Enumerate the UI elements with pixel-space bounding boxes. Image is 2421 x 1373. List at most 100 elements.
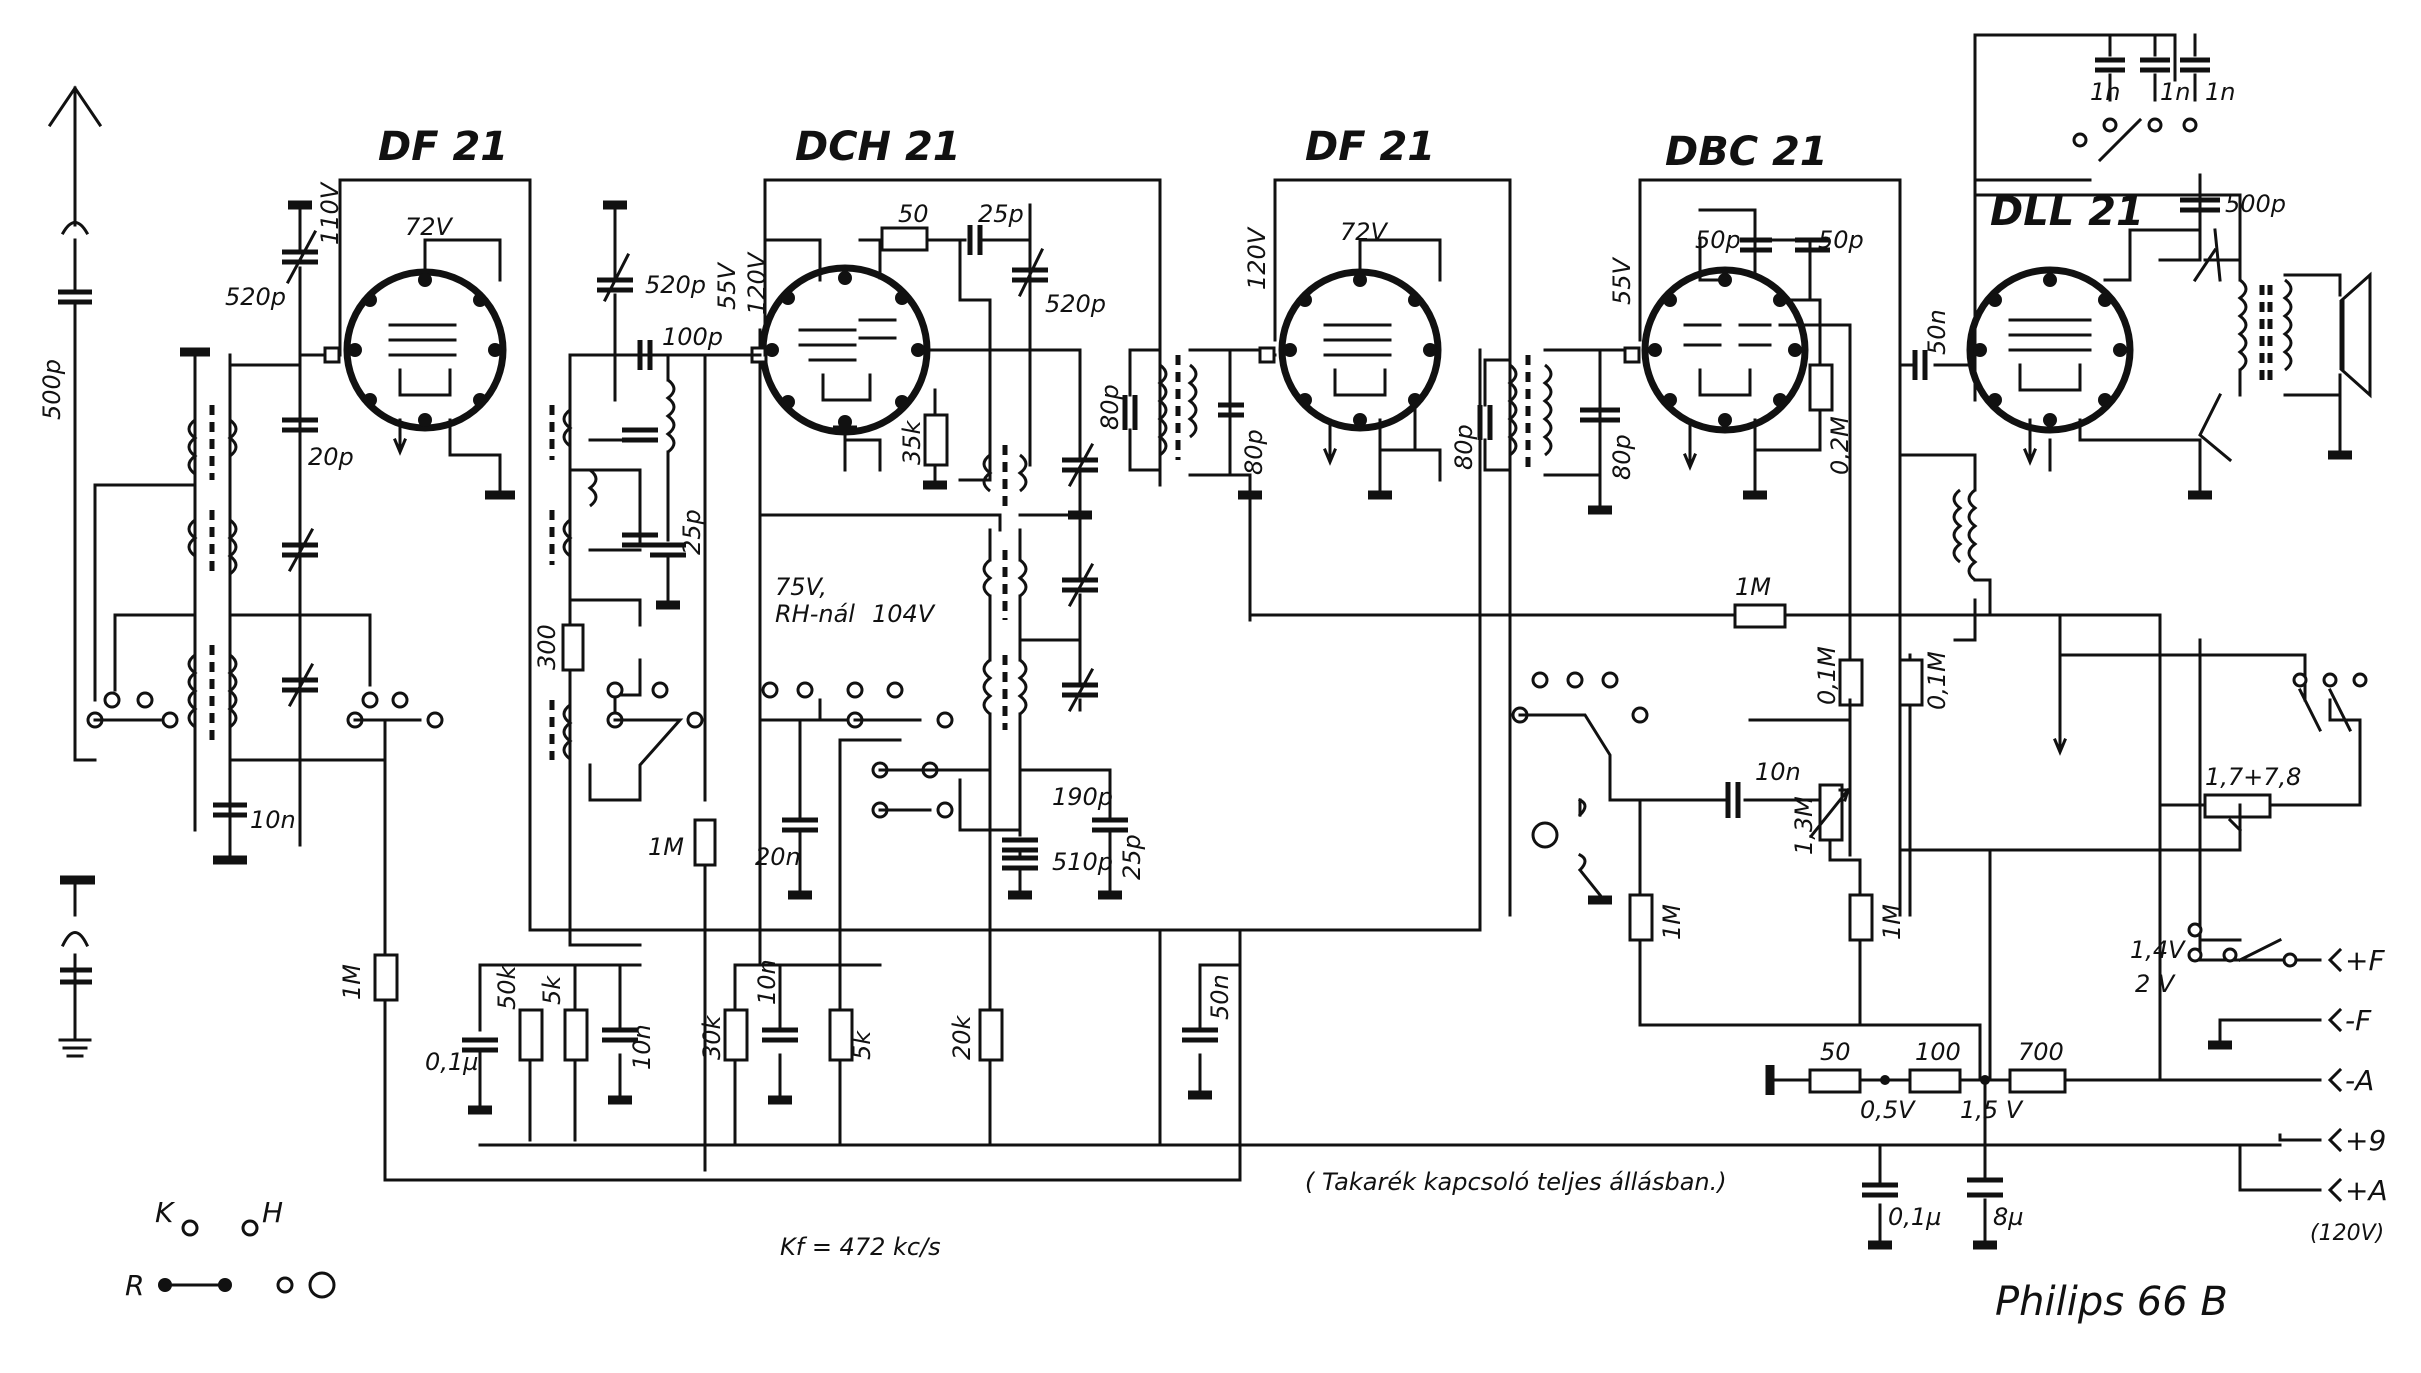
v14-label: 1,4V xyxy=(2130,936,2186,964)
c510p-label: 510p xyxy=(1052,848,1113,876)
terminal-pa-label: +A xyxy=(2345,1174,2388,1207)
coil-3b xyxy=(227,653,238,729)
legend-r-label: R xyxy=(125,1269,144,1302)
terminal-ma-label: -A xyxy=(2345,1064,2374,1097)
c01u-a xyxy=(462,1037,498,1053)
tube-5-label: DLL 21 xyxy=(1990,189,2144,235)
r01M-b-label: 0,1M xyxy=(1923,651,1951,710)
c1n-c-label: 1n xyxy=(2205,78,2235,106)
v72a-label: 72V xyxy=(405,213,454,241)
terminals xyxy=(2327,947,2343,1203)
c1n-c xyxy=(2180,57,2210,73)
r50 xyxy=(880,226,929,252)
tube-1 xyxy=(338,178,532,500)
c520p-c-label: 520p xyxy=(1045,290,1106,318)
c80p-d xyxy=(1580,407,1620,423)
coil-2b xyxy=(227,518,238,576)
r02M xyxy=(1808,363,1834,412)
c50p-b-label: 50p xyxy=(1818,226,1864,254)
r01M-b xyxy=(1898,658,1924,707)
c80p-c-label: 80p xyxy=(1450,424,1478,470)
osc-coil-c xyxy=(982,558,993,598)
v72b-label: 72V xyxy=(1340,218,1389,246)
c01u-b-label: 0,1µ xyxy=(1888,1203,1941,1231)
tube-2 xyxy=(750,178,1162,520)
c520p-c xyxy=(1012,267,1048,283)
c20n xyxy=(782,817,818,833)
takarek-note: ( Takarék kapcsoló teljes állásban.) xyxy=(1305,1168,1727,1196)
feedback-coil-b xyxy=(1952,488,1963,564)
if1-secondary xyxy=(1187,363,1198,439)
c25p-c-label: 25p xyxy=(1118,834,1146,880)
c20p xyxy=(282,417,318,433)
c500p-ant-label: 500p xyxy=(38,359,66,420)
r50b xyxy=(1808,1068,1862,1094)
coil-1b xyxy=(227,418,238,458)
power-bus xyxy=(373,348,2368,1250)
v120b-label: 120V xyxy=(1243,226,1271,290)
c520p-a-label: 520p xyxy=(225,283,286,311)
c50n-b xyxy=(1912,350,1928,380)
c500p-out xyxy=(2180,197,2220,213)
v2-label: 2 V xyxy=(2135,970,2176,998)
c520p-b-label: 520p xyxy=(645,271,706,299)
r1M-a xyxy=(693,818,717,867)
r300-label: 300 xyxy=(533,624,561,670)
osc-coil xyxy=(665,378,676,454)
r1M-a-label: 1M xyxy=(648,833,684,861)
if-transformer-1 xyxy=(1122,338,1272,622)
r1M-d-label: 1M xyxy=(1658,904,1686,940)
r5k-a xyxy=(563,1008,589,1062)
r50-label: 50 xyxy=(898,200,929,228)
coil-3a xyxy=(187,653,198,729)
r1M-b xyxy=(373,953,399,1002)
c50n-b-label: 50n xyxy=(1923,309,1951,355)
coil-1a xyxy=(187,418,198,476)
c20n-label: 20n xyxy=(755,843,801,871)
v75-label: 75V, xyxy=(775,573,827,601)
if2-primary xyxy=(1507,363,1518,457)
output-transformer-secondary xyxy=(2282,278,2293,372)
rf-input-coils xyxy=(86,347,444,947)
c10n-a xyxy=(213,802,247,818)
c50p-a-label: 50p xyxy=(1695,226,1741,254)
rh-nal-label: RH-nál xyxy=(775,600,855,628)
r30k xyxy=(723,1008,749,1062)
c1n-a-label: 1n xyxy=(2090,78,2120,106)
terminal-p9-label: +9 xyxy=(2345,1124,2386,1157)
osc-coil-f xyxy=(1017,658,1028,716)
v104-label: 104V xyxy=(872,600,936,628)
c80p-a-label: 80p xyxy=(1096,384,1124,430)
c01u-a-label: 0,1µ xyxy=(425,1048,478,1076)
r02M-label: 0,2M xyxy=(1826,416,1854,475)
c80p-a xyxy=(1122,395,1138,430)
c1n-b-label: 1n xyxy=(2160,78,2190,106)
r1M-e-label: 1M xyxy=(1878,904,1906,940)
trimmer-d xyxy=(622,532,658,548)
phono-socket xyxy=(1531,821,1559,849)
coil-4c xyxy=(562,703,573,761)
labels: DF 21 DCH 21 DF 21 DBC 21 DLL 21 72V 110… xyxy=(38,78,2388,1325)
switch-legend xyxy=(58,875,336,1299)
coil-4a xyxy=(562,408,573,448)
c10n-c xyxy=(762,1027,798,1043)
r700 xyxy=(2008,1068,2067,1094)
c190p xyxy=(1002,837,1038,853)
if1-primary xyxy=(1157,363,1168,457)
c10n-d xyxy=(1725,782,1741,818)
kf-note: Kf = 472 kc/s xyxy=(780,1233,941,1261)
r5k-b xyxy=(828,1008,854,1062)
output-circuit xyxy=(1973,33,2372,463)
legend-h-label: H xyxy=(262,1196,283,1229)
tube-1-label: DF 21 xyxy=(378,124,508,170)
r20k-label: 20k xyxy=(948,1014,976,1060)
c80p-d-label: 80p xyxy=(1608,434,1636,480)
osc-coil-d xyxy=(1017,558,1028,598)
antenna-capacitor xyxy=(58,289,92,305)
if2-secondary xyxy=(1542,363,1553,457)
r5k-a-label: 5k xyxy=(538,975,566,1005)
osc-coil-a xyxy=(982,453,993,493)
r50b-label: 50 xyxy=(1820,1038,1851,1066)
r50k xyxy=(518,1008,544,1062)
